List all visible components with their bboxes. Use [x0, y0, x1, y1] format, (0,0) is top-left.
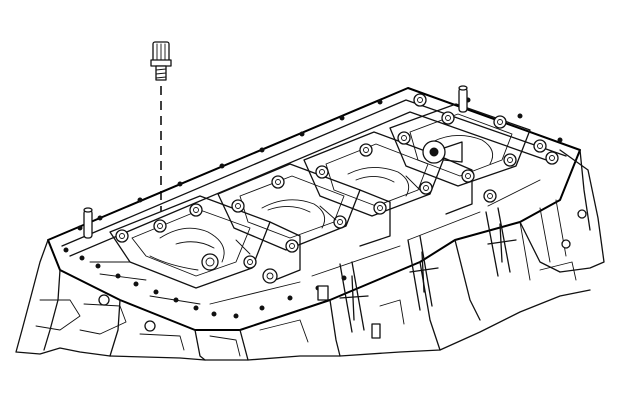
- side-ribs: [339, 199, 567, 333]
- bolt-holes: [115, 93, 559, 284]
- bolt: [150, 41, 172, 81]
- dowel-pins: [83, 85, 468, 239]
- crank-journal: [422, 140, 463, 164]
- interior-webs: [175, 175, 421, 255]
- block-outline: [15, 87, 605, 361]
- perimeter-dots: [63, 97, 563, 319]
- lower-casting: [35, 209, 587, 357]
- deck-detail: [61, 99, 567, 305]
